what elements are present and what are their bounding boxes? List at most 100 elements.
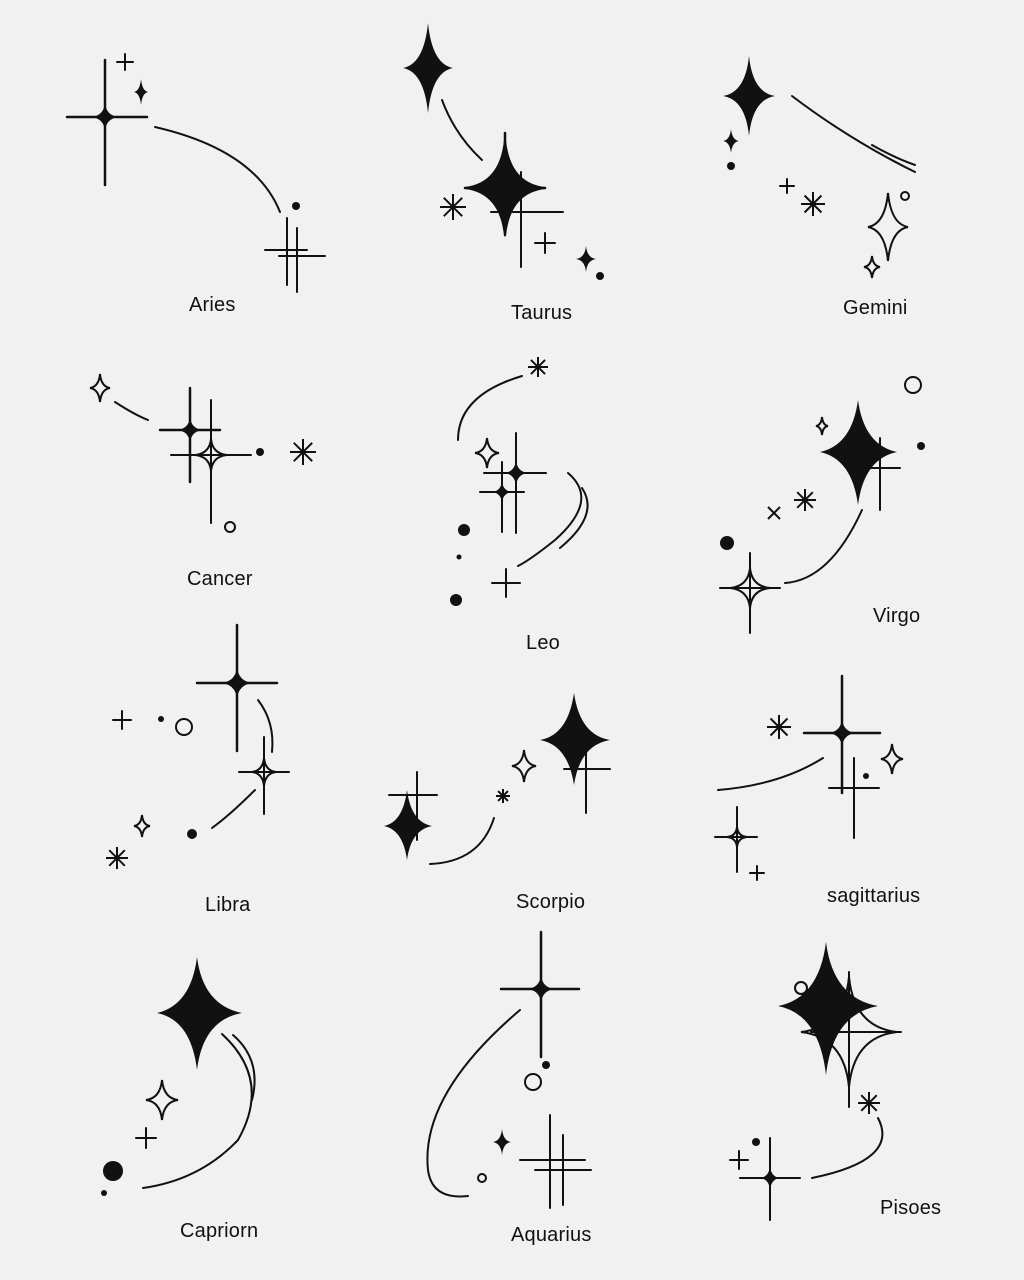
sparkle-star <box>134 79 148 105</box>
dot <box>720 536 734 550</box>
outline-star <box>815 416 829 436</box>
sign-label-aquarius: Aquarius <box>511 1224 592 1246</box>
constellation-aquarius <box>426 930 592 1209</box>
outline-star <box>89 373 111 403</box>
outline-star <box>729 567 771 609</box>
sparkle-star <box>828 719 856 747</box>
outline-star <box>194 438 228 472</box>
ring <box>794 981 808 995</box>
sparkle-star <box>157 957 242 1070</box>
sparkle-star <box>504 460 528 486</box>
asterisk-star <box>803 194 823 214</box>
sign-label-pisces: Pisoes <box>880 1197 942 1219</box>
dot <box>158 716 164 722</box>
ring <box>904 376 922 394</box>
constellation-arc <box>717 757 824 791</box>
constellation-leo <box>450 357 589 606</box>
constellation-aries <box>65 53 326 293</box>
sparkle-star <box>492 481 512 503</box>
sign-label-gemini: Gemini <box>843 297 908 319</box>
outline-star <box>726 826 748 848</box>
dot <box>727 162 735 170</box>
dot <box>256 448 264 456</box>
outline-star <box>880 743 904 775</box>
sparkle-star <box>576 246 596 272</box>
constellation-arc <box>784 509 863 584</box>
constellation-arc <box>257 699 274 753</box>
asterisk-star <box>796 491 814 509</box>
outline-star <box>800 976 898 1088</box>
constellation-arc <box>429 817 495 865</box>
dot <box>752 1138 760 1146</box>
dot <box>187 829 197 839</box>
sparkle-star <box>221 667 253 699</box>
constellation-virgo <box>719 376 925 634</box>
sparkle-star <box>466 140 546 238</box>
asterisk-star <box>497 790 509 802</box>
dot <box>103 1161 123 1181</box>
sparkle-star <box>723 129 739 153</box>
sparkle-star <box>493 1129 511 1155</box>
constellation-taurus <box>403 23 604 280</box>
constellation-pisces <box>729 942 902 1221</box>
asterisk-star <box>860 1094 878 1112</box>
sparkle-star <box>778 942 878 1075</box>
constellation-arc <box>232 1034 256 1101</box>
constellation-gemini <box>723 56 916 279</box>
sign-label-taurus: Taurus <box>511 302 573 324</box>
sparkle-star <box>91 103 119 131</box>
sparkle-star <box>177 417 203 443</box>
sign-label-scorpio: Scorpio <box>516 891 586 913</box>
ring <box>175 718 193 736</box>
sparkle-star <box>760 1166 780 1190</box>
constellation-libra <box>106 623 290 869</box>
constellation-arc <box>114 401 149 421</box>
dot <box>917 442 925 450</box>
dot <box>292 202 300 210</box>
outline-star <box>863 255 881 279</box>
asterisk-star <box>530 359 546 375</box>
dot <box>456 554 462 560</box>
constellation-scorpio <box>384 693 611 865</box>
constellation-arc <box>457 375 523 441</box>
asterisk-star <box>443 197 463 217</box>
constellation-arc <box>142 1033 253 1189</box>
ring <box>224 521 236 533</box>
constellation-arc <box>211 789 256 829</box>
sparkle-star <box>540 693 610 785</box>
constellation-arc <box>811 1117 884 1179</box>
sparkle-star <box>723 56 775 136</box>
constellation-arc <box>559 487 589 549</box>
constellation-arc <box>441 99 483 161</box>
ring <box>477 1173 487 1183</box>
constellation-arc <box>154 126 281 213</box>
sparkle-star <box>384 790 432 860</box>
outline-star <box>511 749 537 783</box>
x-mark <box>767 506 781 520</box>
dot <box>863 773 869 779</box>
sparkle-star <box>527 975 555 1003</box>
dot <box>450 594 462 606</box>
sign-label-aries: Aries <box>189 294 236 316</box>
sign-label-leo: Leo <box>526 632 560 654</box>
sign-label-libra: Libra <box>205 894 251 916</box>
asterisk-star <box>108 849 126 867</box>
dot <box>101 1190 107 1196</box>
outline-star <box>474 437 500 469</box>
ring <box>900 191 910 201</box>
sign-label-capricorn: Capriorn <box>180 1220 259 1242</box>
asterisk-star <box>769 717 789 737</box>
outline-star <box>145 1079 179 1121</box>
sign-label-virgo: Virgo <box>873 605 921 627</box>
dot <box>458 524 470 536</box>
constellation-arc <box>871 144 916 166</box>
dot <box>596 272 604 280</box>
sign-label-sagittarius: sagittarius <box>827 885 921 907</box>
sparkle-star <box>820 400 897 505</box>
outline-star <box>867 192 909 262</box>
constellation-arc <box>791 95 916 173</box>
asterisk-star <box>293 442 313 462</box>
ring <box>524 1073 542 1091</box>
constellation-sagittarius <box>714 674 904 881</box>
